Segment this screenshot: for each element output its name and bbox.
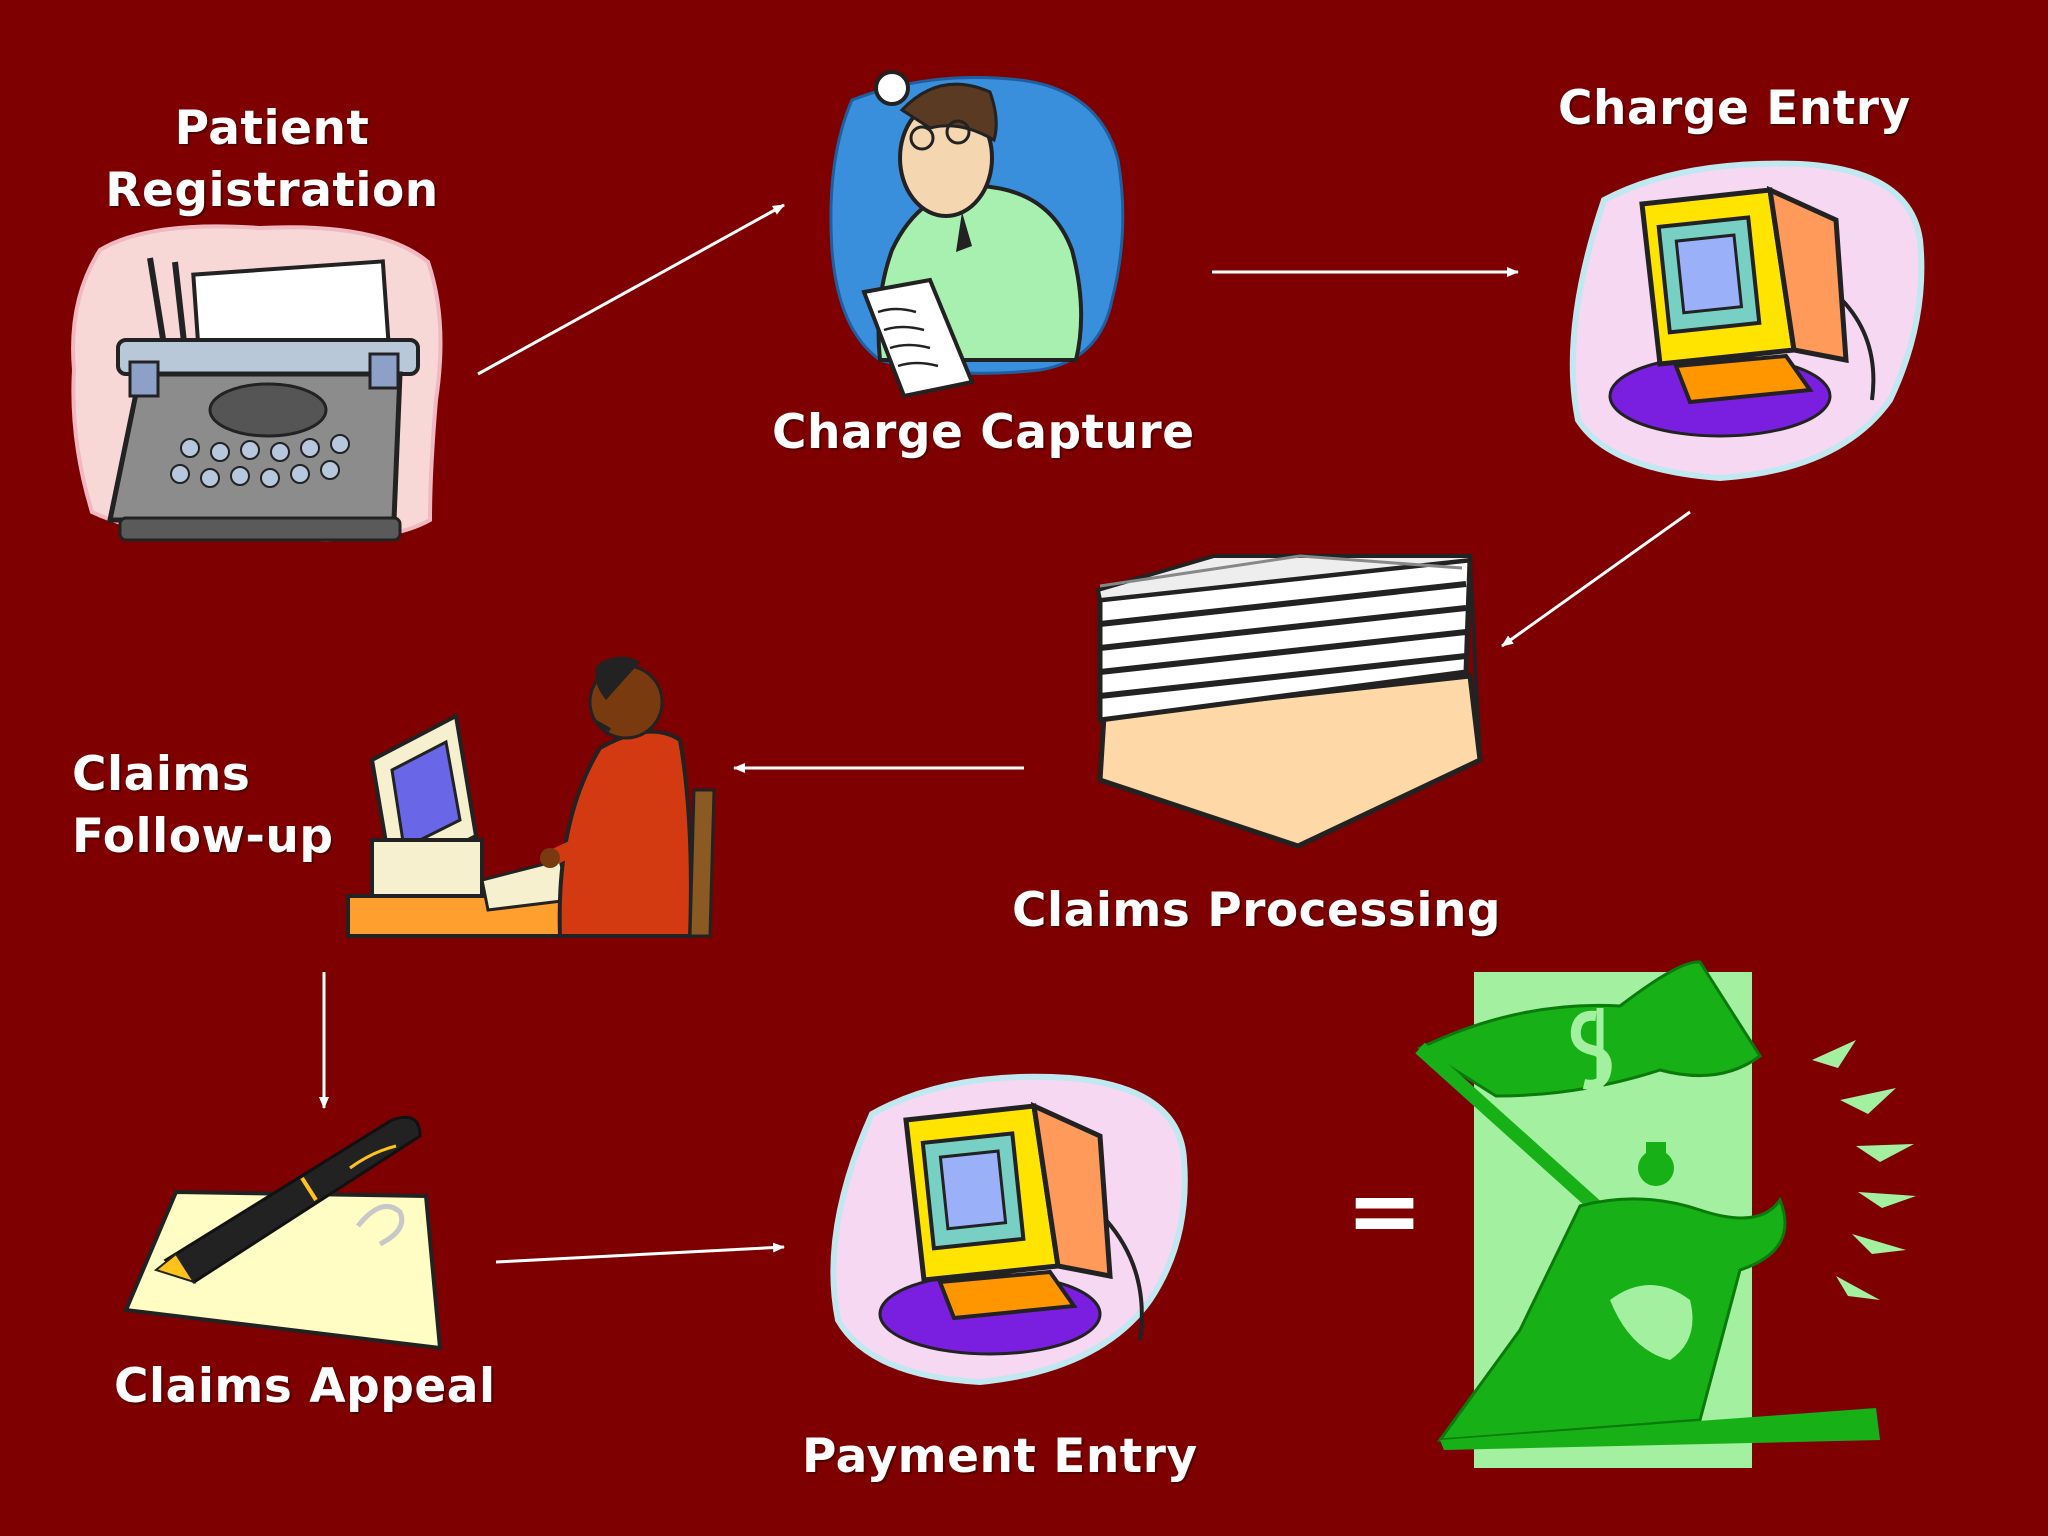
arrow-entry-to-processing [1501, 510, 1691, 648]
payment-entry-label: Payment Entry [802, 1429, 1198, 1484]
patient-registration-label: Patient Registration [105, 101, 439, 218]
charge-entry-label: Charge Entry [1558, 81, 1911, 136]
charge-capture-label: Charge Capture [772, 405, 1195, 460]
claims-follow-up-label: Claims Follow-up [72, 747, 334, 864]
claims-appeal-label: Claims Appeal [114, 1359, 496, 1414]
arrow-appeal-to-payment [495, 1242, 785, 1264]
equals-sign: = [1346, 1157, 1424, 1264]
claims-processing-label: Claims Processing [1012, 883, 1502, 938]
arrow-registration-to-capture [477, 203, 785, 376]
